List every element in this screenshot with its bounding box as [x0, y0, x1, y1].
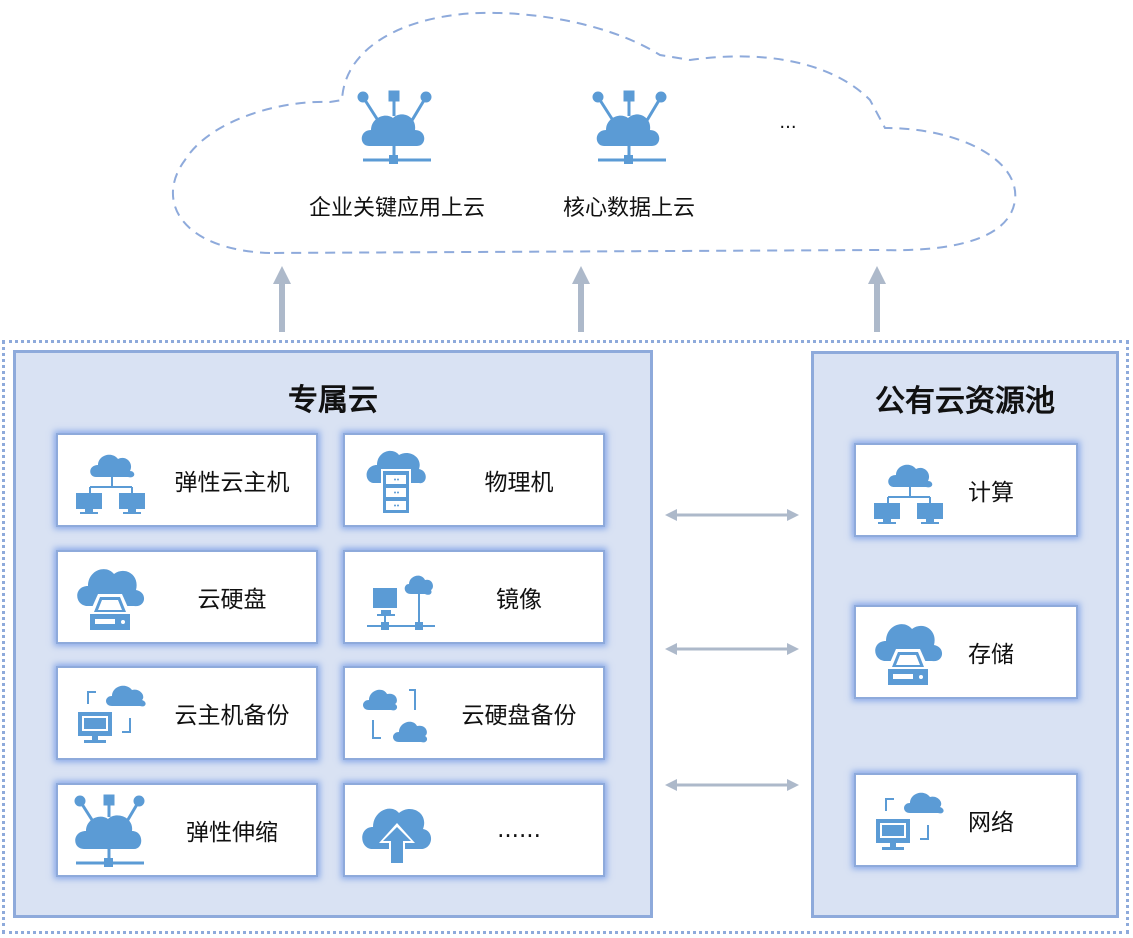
cloud-item-label: 企业关键应用上云: [308, 196, 485, 221]
service-label: 弹性伸缩: [186, 820, 278, 846]
service-card-more[interactable]: ......: [343, 783, 605, 877]
dedicated-cloud-title: 专属云: [288, 383, 378, 418]
service-card-auto-scaling[interactable]: 弹性伸缩: [56, 783, 318, 877]
resource-label: 存储: [968, 642, 1014, 668]
service-label: 镜像: [496, 587, 542, 613]
service-label: 弹性云主机: [174, 470, 290, 496]
cloud-network-icon: [592, 90, 667, 164]
cloud-network-icon: [357, 90, 432, 164]
service-label: ......: [497, 817, 541, 843]
bidirectional-arrow-icon: [665, 643, 799, 655]
cloud-disk-icon: [875, 624, 943, 685]
auto-scaling-icon: [74, 794, 145, 867]
resource-card-network[interactable]: 网络: [854, 773, 1078, 867]
resource-label: 网络: [968, 810, 1014, 836]
service-card-host-backup[interactable]: 云主机备份: [56, 666, 318, 760]
service-label: 云硬盘备份: [461, 703, 577, 729]
public-cloud-pool-panel: 公有云资源池 计算 存储: [811, 351, 1119, 918]
resource-label: 计算: [968, 480, 1014, 506]
host-backup-icon: [876, 792, 944, 850]
service-card-physical-machine[interactable]: 物理机: [343, 433, 605, 527]
physical-server-icon: [366, 450, 426, 515]
hybrid-cloud-frame: [2, 340, 1129, 934]
cloud-upload-icon: [362, 808, 432, 865]
cloud-servers-icon: [874, 464, 943, 524]
cloud-outline: [171, 11, 1017, 255]
service-card-disk-backup[interactable]: 云硬盘备份: [343, 666, 605, 760]
bidirectional-arrow-icon: [665, 509, 799, 521]
service-card-elastic-host[interactable]: 弹性云主机: [56, 433, 318, 527]
cloud-servers-icon: [76, 454, 145, 514]
service-label: 云主机备份: [174, 703, 290, 729]
dedicated-cloud-panel: 专属云 弹性云主机 物理机: [13, 350, 653, 918]
cloud-item-label: 核心数据上云: [562, 196, 695, 221]
image-network-icon: [367, 575, 435, 630]
service-card-image[interactable]: 镜像: [343, 550, 605, 644]
resource-card-storage[interactable]: 存储: [854, 605, 1078, 699]
cloud-item-more: ...: [779, 112, 797, 133]
up-arrow-icon: [572, 266, 590, 332]
service-card-cloud-disk[interactable]: 云硬盘: [56, 550, 318, 644]
public-cloud-pool-title: 公有云资源池: [875, 384, 1055, 419]
disk-backup-icon: [363, 689, 428, 743]
cloud-disk-icon: [77, 569, 145, 630]
service-label: 物理机: [484, 470, 554, 496]
host-backup-icon: [78, 685, 146, 743]
resource-card-compute[interactable]: 计算: [854, 443, 1078, 537]
up-arrow-icon: [868, 266, 886, 332]
service-label: 云硬盘: [197, 587, 267, 613]
bidirectional-arrow-icon: [665, 779, 799, 791]
up-arrow-icon: [273, 266, 291, 332]
